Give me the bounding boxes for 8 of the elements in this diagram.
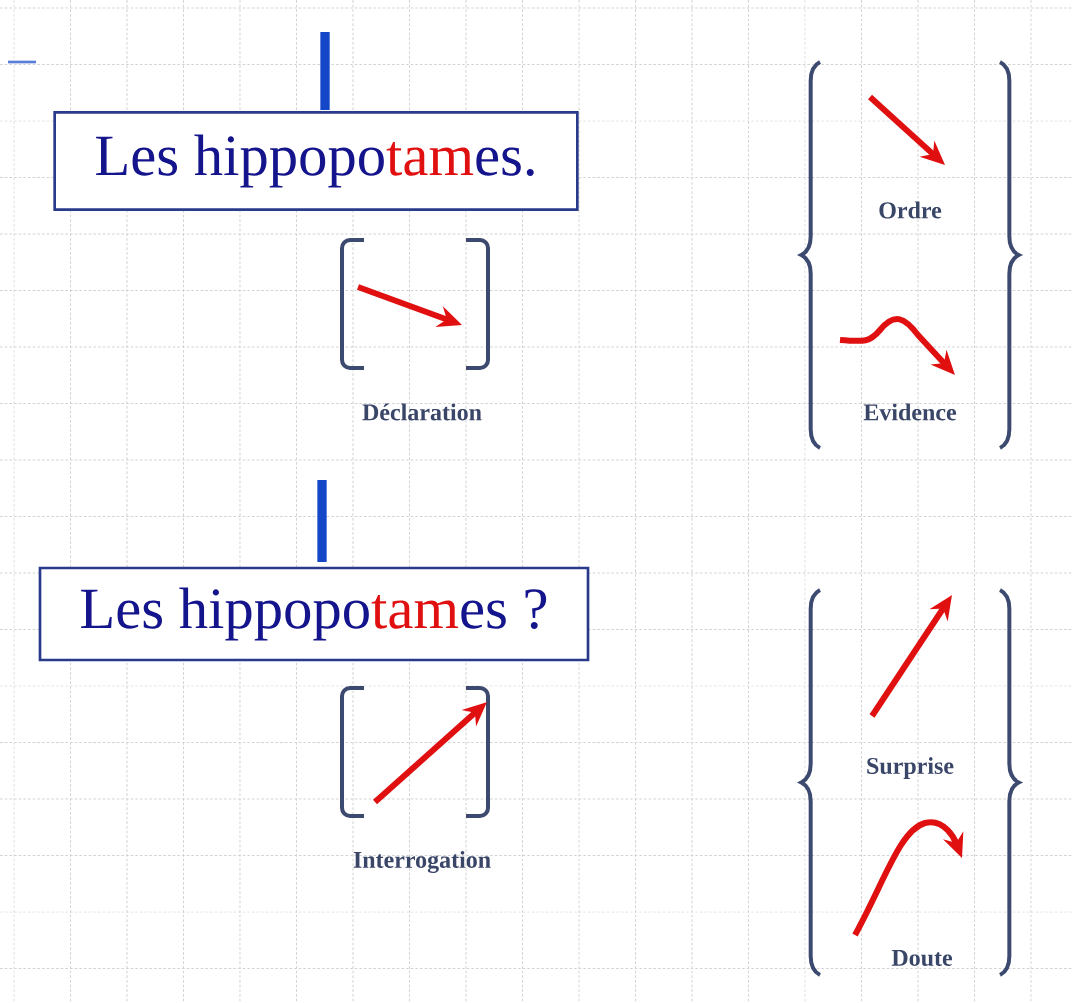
intonation-label: Interrogation [353, 851, 491, 873]
title-box: Les hippopotames. [53, 111, 579, 211]
intonation-label: Déclaration [362, 403, 482, 421]
title-box: Les hippopotames ? [38, 566, 590, 662]
intonation-label: Evidence [863, 403, 957, 421]
intonation-label: Surprise [867, 757, 954, 779]
intonation-label: Doute [891, 950, 953, 966]
intonation-label: Ordre [879, 201, 942, 219]
